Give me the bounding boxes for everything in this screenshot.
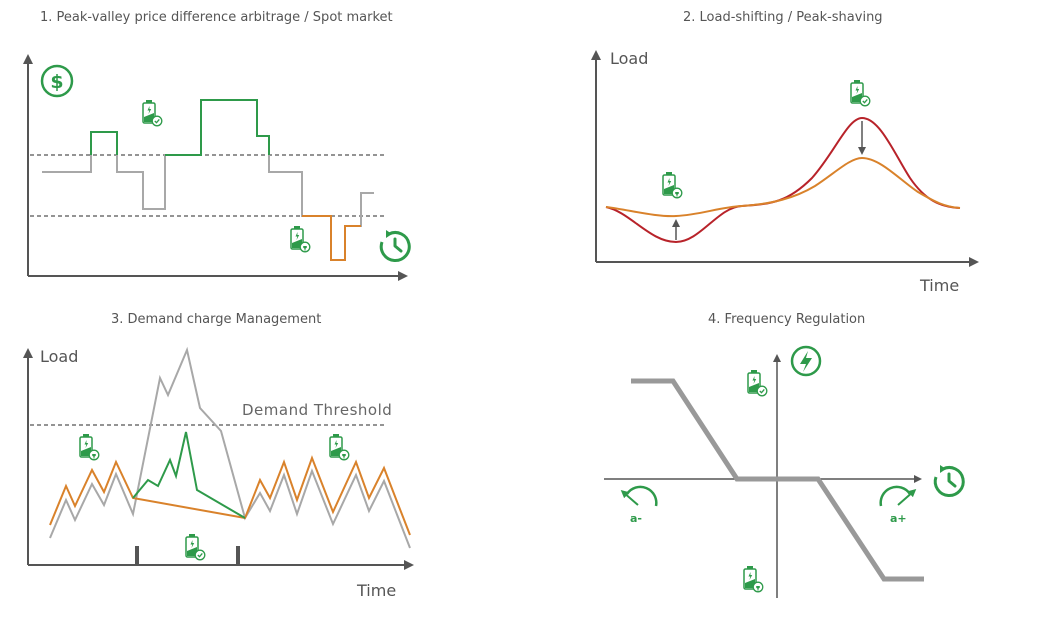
- clock-icon: [933, 463, 965, 498]
- p3-demand-threshold-label: Demand Threshold: [242, 401, 392, 419]
- p1-discharge-line-a: [90, 131, 118, 155]
- p3-original-load-line: [49, 346, 411, 549]
- p2-x-label: Time: [919, 276, 959, 295]
- p2-original-load-curve: [605, 116, 961, 244]
- panel-2-load-shifting: Load Time: [591, 49, 979, 295]
- p1-charge-line: [302, 215, 361, 261]
- battery-discharging-icon: [743, 565, 764, 593]
- battery-discharging-icon: [329, 433, 350, 461]
- p3-managed-load-line: [49, 455, 411, 536]
- battery-charging-icon: [850, 79, 871, 107]
- p3-y-label: Load: [40, 347, 78, 366]
- lightning-icon: [790, 345, 822, 377]
- p3-start-marker: [135, 546, 139, 565]
- p3-end-marker: [236, 546, 240, 565]
- p2-shaved-load-curve: [605, 156, 961, 218]
- svg-text:$: $: [50, 71, 63, 93]
- p1-discharge-line-b: [165, 99, 270, 156]
- battery-charging-icon: [185, 533, 206, 561]
- clock-icon: [379, 228, 411, 263]
- p4-rate-minus-label: a-: [630, 512, 642, 525]
- p3-x-label: Time: [356, 581, 396, 600]
- panel-4-frequency-regulation: a- a+: [604, 345, 965, 598]
- p2-y-label: Load: [610, 49, 648, 68]
- battery-discharging-icon: [79, 433, 100, 461]
- battery-charging-icon: [142, 99, 163, 127]
- rate-gauge-icon: a+: [879, 485, 917, 525]
- rate-gauge-icon: a-: [620, 485, 658, 525]
- dollar-icon: $: [40, 64, 74, 98]
- panel-3-title: 3. Demand charge Management: [111, 312, 322, 327]
- panel-3-demand-charge: Load Time Demand Threshold: [23, 346, 414, 600]
- panel-2-title: 2. Load-shifting / Peak-shaving: [683, 10, 883, 25]
- p4-rate-plus-label: a+: [890, 512, 907, 525]
- battery-discharging-icon: [662, 171, 683, 199]
- panel-1-arbitrage: $: [23, 54, 411, 281]
- panel-4-title: 4. Frequency Regulation: [708, 312, 866, 327]
- panel-1-title: 1. Peak-valley price difference arbitrag…: [40, 10, 393, 25]
- battery-charging-icon: [747, 369, 768, 397]
- battery-discharging-icon: [290, 225, 311, 253]
- p1-price-line: [42, 99, 374, 261]
- p3-battery-assisted-line: [132, 431, 246, 519]
- p4-droop-curve: [631, 378, 924, 582]
